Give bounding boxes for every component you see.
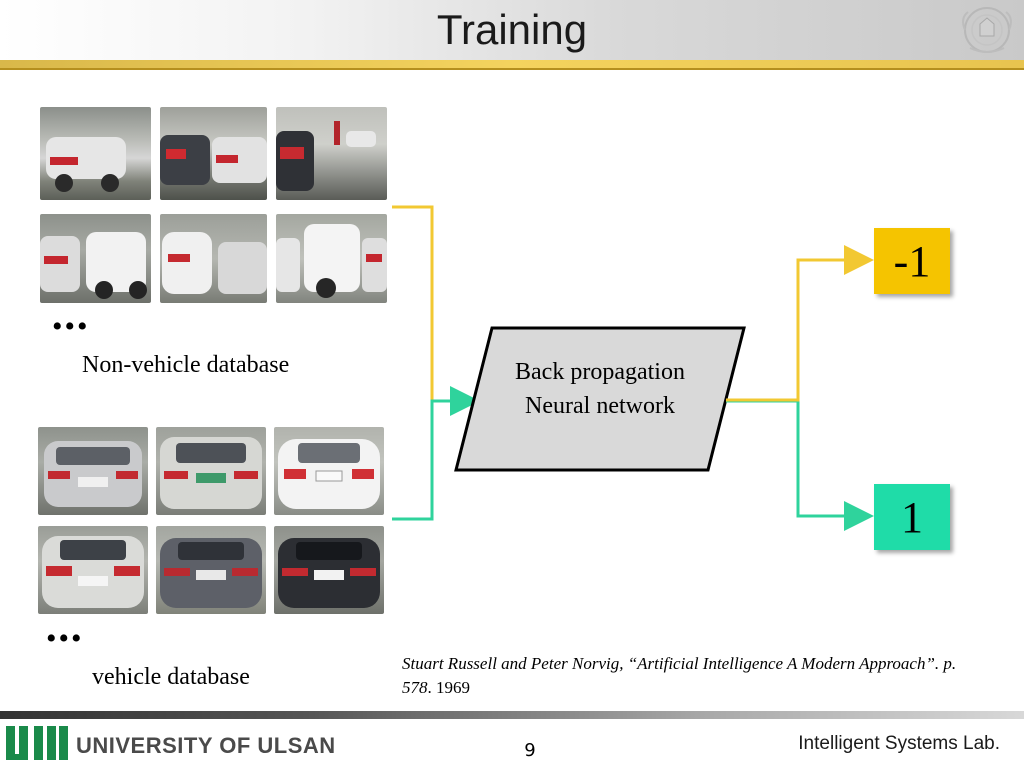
output-positive-box: 1 xyxy=(874,484,950,550)
output-connector-positive xyxy=(726,399,874,531)
vehicle-database-label: vehicle database xyxy=(92,664,250,690)
lab-name: Intelligent Systems Lab. xyxy=(798,733,1000,754)
page-number: 9 xyxy=(524,740,536,761)
vehicle-image xyxy=(156,526,266,614)
non-vehicle-image xyxy=(40,107,151,200)
citation: Stuart Russell and Peter Norvig, “Artifi… xyxy=(402,652,962,700)
non-vehicle-image xyxy=(40,214,151,303)
university-seal-icon xyxy=(962,7,1012,53)
vehicle-ellipsis: ••• xyxy=(46,622,84,655)
output-connector-negative xyxy=(726,245,874,402)
title-underline xyxy=(0,60,1024,70)
non-vehicle-ellipsis: ••• xyxy=(52,310,90,343)
slide-title: Training xyxy=(436,6,588,53)
vehicle-image xyxy=(156,427,266,515)
neural-network-label: Back propagation Neural network xyxy=(480,355,720,423)
footer-bar xyxy=(0,711,1024,719)
neural-network-line2: Neural network xyxy=(525,393,675,419)
citation-year: . 1969 xyxy=(427,678,471,697)
non-vehicle-connector xyxy=(392,205,434,400)
non-vehicle-database-label: Non-vehicle database xyxy=(82,352,290,378)
citation-reference: Stuart Russell and Peter Norvig, “Artifi… xyxy=(402,654,957,697)
vehicle-image xyxy=(38,526,148,614)
title-bar xyxy=(0,0,1024,60)
vehicle-image xyxy=(274,526,384,614)
university-name: UNIVERSITY OF ULSAN xyxy=(76,733,336,758)
output-negative-box: -1 xyxy=(874,228,950,294)
non-vehicle-image xyxy=(160,214,267,303)
vehicle-image xyxy=(274,427,384,515)
university-logo-icon xyxy=(6,726,68,760)
neural-network-line1: Back propagation xyxy=(515,359,685,385)
non-vehicle-image xyxy=(160,107,267,200)
non-vehicle-image xyxy=(276,214,387,303)
vehicle-connector xyxy=(392,386,480,521)
vehicle-image xyxy=(38,427,148,515)
non-vehicle-image xyxy=(276,107,387,200)
